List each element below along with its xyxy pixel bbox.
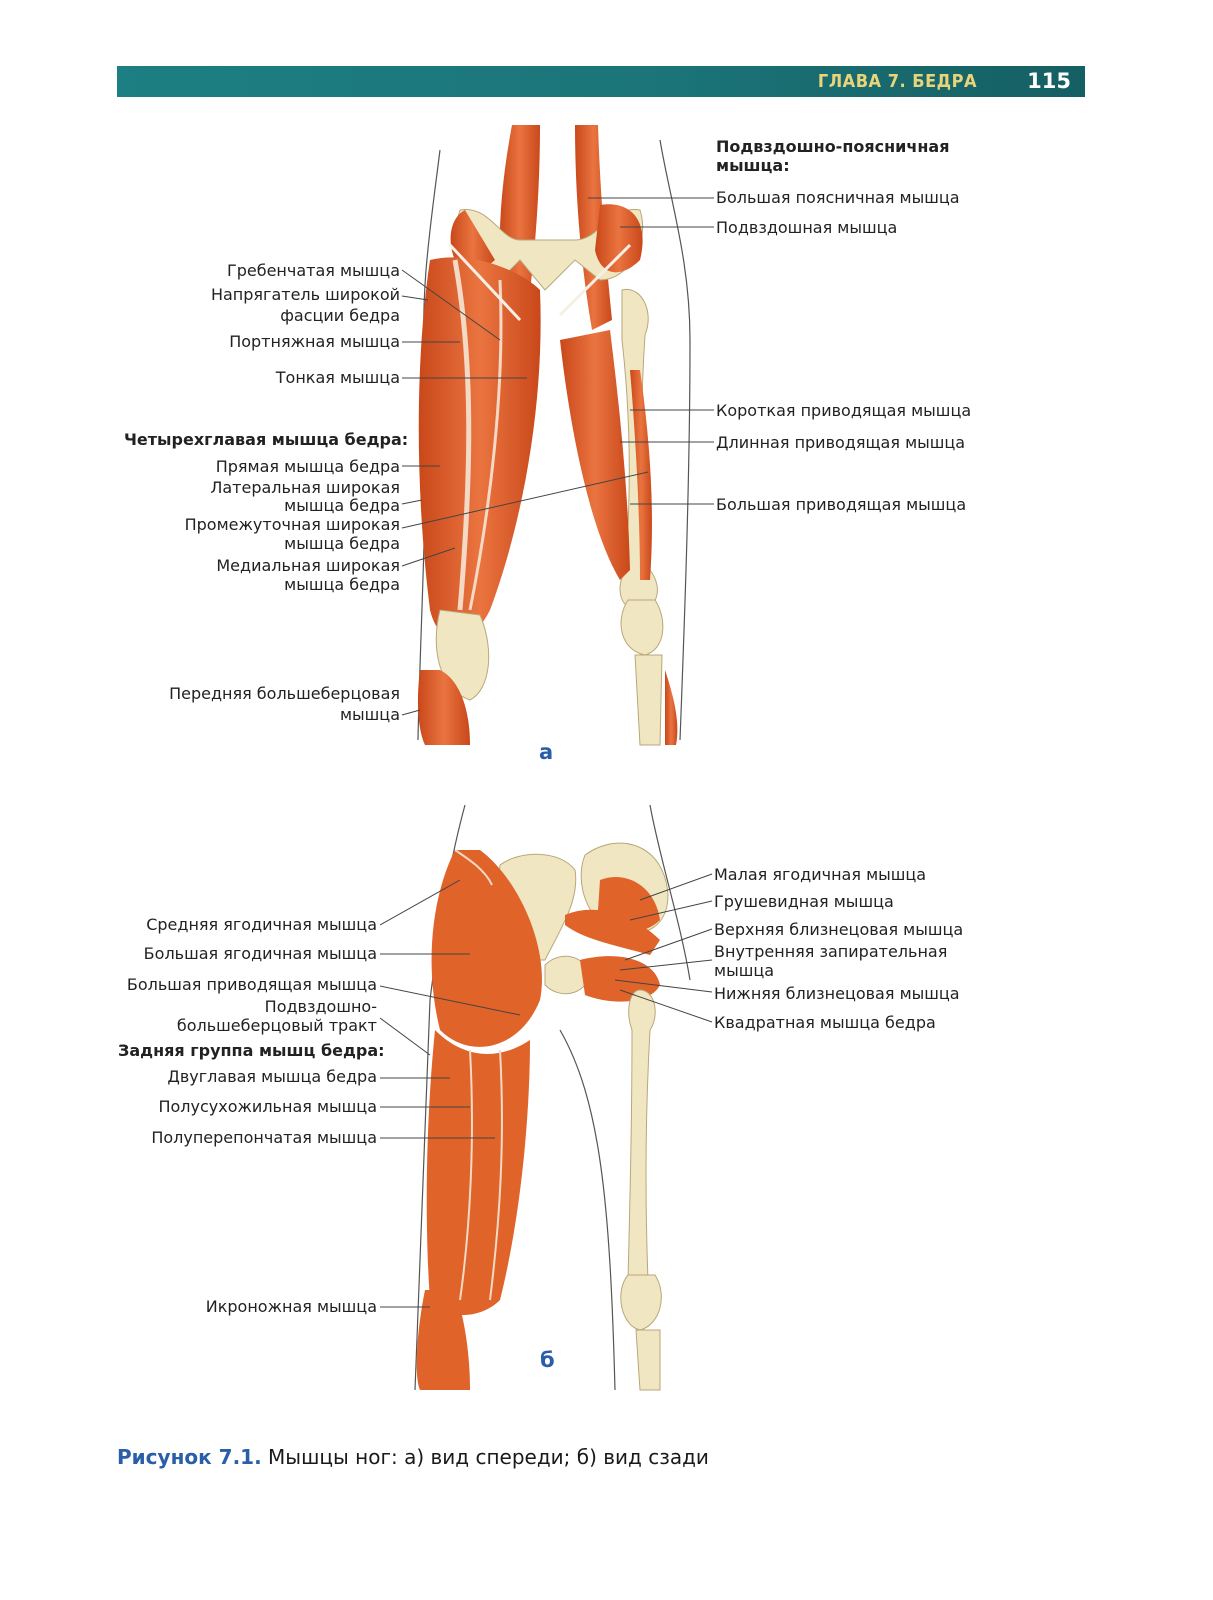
- iliopsoas-title: Подвздошно-поясничная мышца:: [716, 137, 966, 175]
- label-semitendinosus: Полусухожильная мышца: [158, 1097, 377, 1116]
- label-adductor-magnus-anterior: Большая приводящая мышца: [716, 495, 967, 514]
- label-obturator-internus-line1: Внутренняя запирательная: [714, 942, 948, 961]
- caption-text: Мышцы ног: а) вид спереди; б) вид сзади: [261, 1445, 709, 1469]
- label-vastus-intermedius-line1: Промежуточная широкая: [184, 515, 400, 534]
- label-sartorius: Портняжная мышца: [229, 332, 400, 351]
- chapter-header-bar: ГЛАВА 7. БЕДРА 115: [117, 66, 1085, 97]
- panel-letter-b: б: [540, 1348, 555, 1372]
- label-adductor-brevis: Короткая приводящая мышца: [716, 401, 972, 420]
- label-gluteus-medius: Средняя ягодичная мышца: [146, 915, 377, 934]
- page-number: 115: [1027, 69, 1071, 93]
- hamstrings-title: Задняя группа мышц бедра:: [118, 1041, 385, 1060]
- quadriceps-title: Четырехглавая мышца бедра:: [124, 430, 409, 449]
- label-obturator-internus-line2: мышца: [714, 961, 775, 980]
- figure-caption: Рисунок 7.1. Мышцы ног: а) вид спереди; …: [117, 1445, 709, 1469]
- label-vastus-medialis-line1: Медиальная широкая: [216, 556, 400, 575]
- label-rectus-femoris: Прямая мышца бедра: [215, 457, 400, 476]
- label-adductor-magnus-posterior: Большая приводящая мышца: [126, 975, 377, 994]
- label-gracilis: Тонкая мышца: [275, 368, 400, 387]
- label-tibialis-line1: Передняя большеберцовая: [169, 684, 400, 703]
- label-gastrocnemius: Икроножная мышца: [205, 1297, 377, 1316]
- chapter-title: ГЛАВА 7. БЕДРА: [817, 71, 977, 92]
- label-quadratus-femoris: Квадратная мышца бедра: [714, 1013, 936, 1032]
- label-piriformis: Грушевидная мышца: [714, 892, 894, 911]
- label-tibialis-line2: мышца: [339, 705, 400, 724]
- label-it-tract-line2: большеберцовый тракт: [176, 1016, 377, 1035]
- label-adductor-longus: Длинная приводящая мышца: [716, 433, 966, 452]
- anterior-leg-illustration: [401, 125, 714, 746]
- label-biceps-femoris: Двуглавая мышца бедра: [167, 1067, 377, 1086]
- label-gluteus-minimus: Малая ягодичная мышца: [714, 865, 927, 884]
- label-psoas-major: Большая поясничная мышца: [716, 188, 960, 207]
- label-tfl-line2: фасции бедра: [280, 306, 400, 325]
- label-iliacus: Подвздошная мышца: [716, 218, 898, 237]
- label-it-tract-line1: Подвздошно-: [264, 997, 377, 1016]
- label-vastus-lateralis-line1: Латеральная широкая: [210, 478, 400, 497]
- label-pectineus: Гребенчатая мышца: [226, 261, 400, 280]
- label-vastus-lateralis-line2: мышца бедра: [284, 496, 400, 515]
- label-gemellus-inferior: Нижняя близнецовая мышца: [714, 984, 960, 1003]
- label-vastus-intermedius-line2: мышца бедра: [284, 534, 400, 553]
- panel-letter-a: а: [539, 740, 554, 764]
- label-gluteus-maximus: Большая ягодичная мышца: [143, 944, 377, 963]
- label-gemellus-superior: Верхняя близнецовая мышца: [714, 920, 964, 939]
- label-vastus-medialis-line2: мышца бедра: [284, 575, 400, 594]
- label-tfl-line1: Напрягатель широкой: [210, 285, 400, 304]
- caption-number: Рисунок 7.1.: [117, 1445, 262, 1469]
- posterior-leg-illustration: [379, 804, 713, 1391]
- iliopsoas-title-text: Подвздошно-поясничная мышца:: [716, 137, 950, 175]
- label-semimembranosus: Полуперепончатая мышца: [151, 1128, 377, 1147]
